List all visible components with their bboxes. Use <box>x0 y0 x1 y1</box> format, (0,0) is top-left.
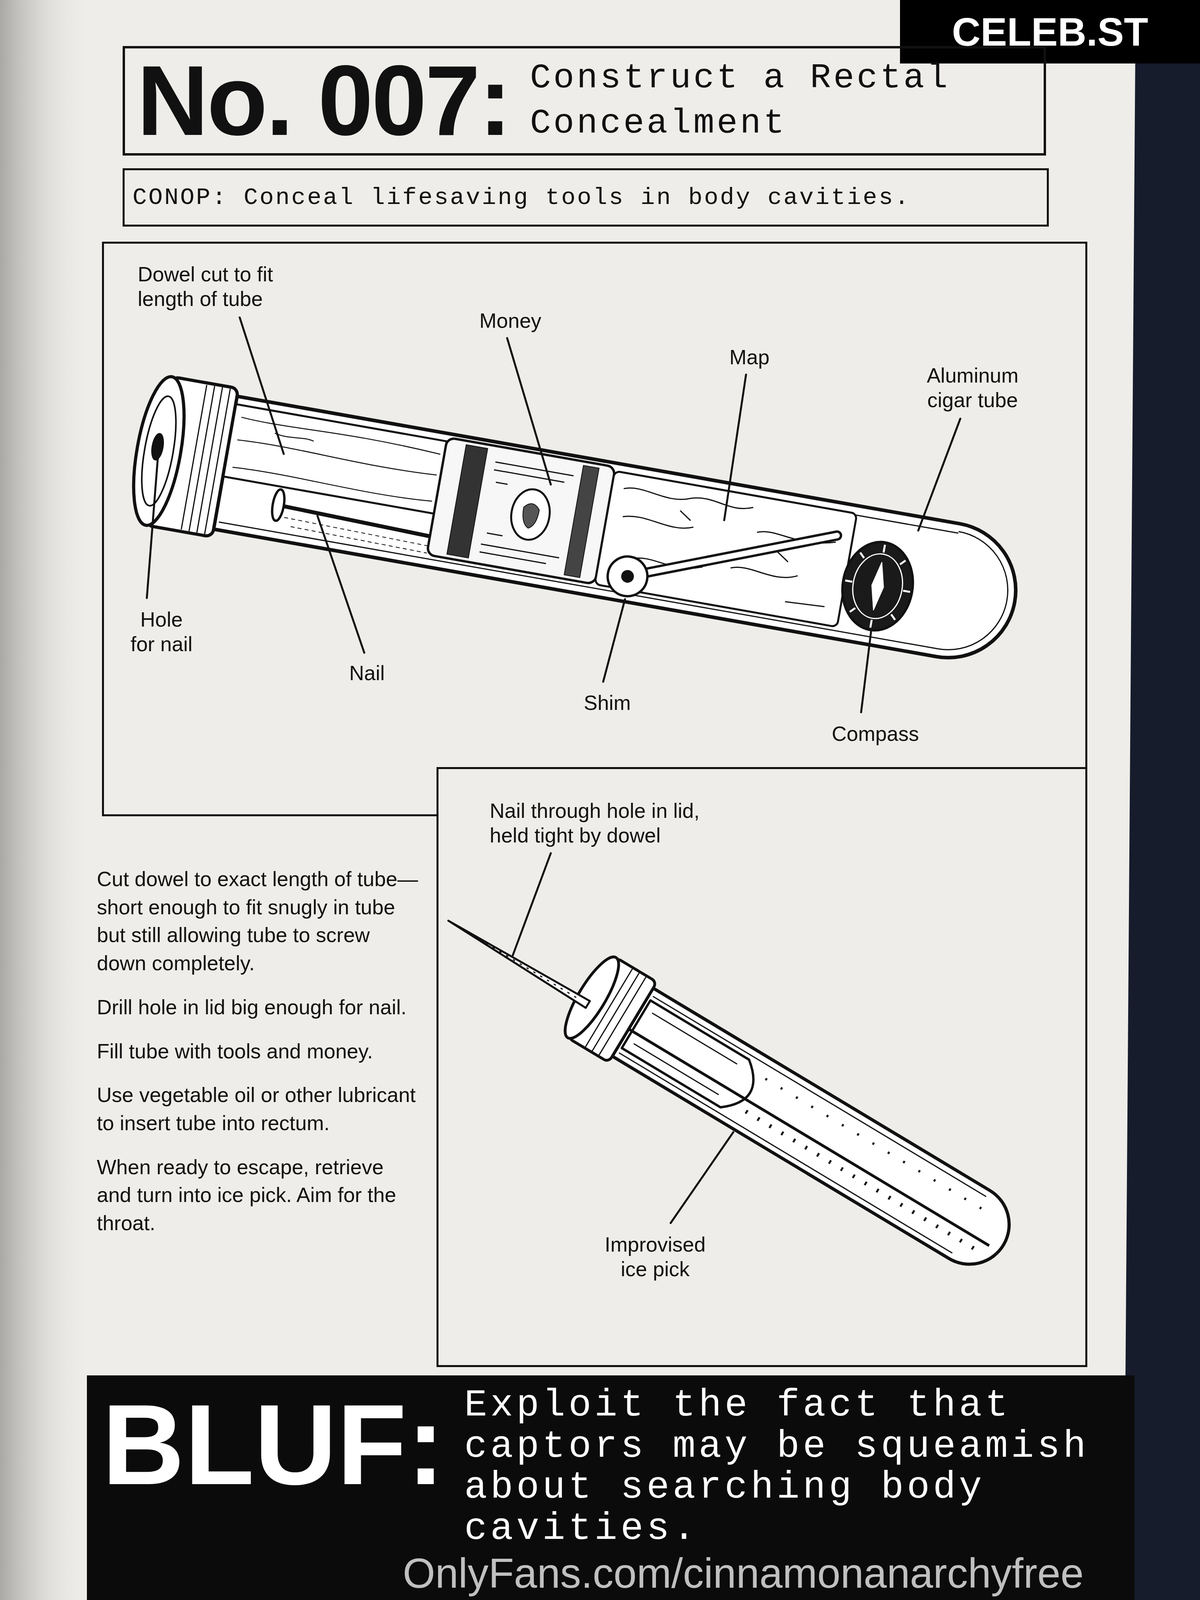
leader-lines <box>317 515 365 653</box>
shim <box>604 553 651 600</box>
part-label: Compass <box>831 721 920 747</box>
banknote-band <box>564 465 600 578</box>
part-label: Nail <box>349 660 385 686</box>
leader-lines <box>603 599 625 682</box>
banknote-portrait <box>507 486 554 543</box>
title-box: No. 007:Construct a Rectal Concealment <box>122 46 1047 156</box>
conop-text: CONOP: Conceal lifesaving tools in body … <box>132 183 911 212</box>
part-label: Shim <box>583 690 631 716</box>
shim <box>627 500 837 611</box>
part-label: Aluminum cigar tube <box>913 363 1033 413</box>
tube-cap <box>135 393 183 508</box>
shim <box>627 500 837 611</box>
bluf-heading: BLUF: <box>101 1387 445 1502</box>
part-label: Map <box>729 344 770 370</box>
page-gutter-shadow <box>0 0 92 1600</box>
leader-lines <box>507 338 551 485</box>
instruction-column: Cut dowel to exact length of tube—short … <box>96 865 423 1254</box>
frame-border <box>101 814 437 817</box>
leader-lines <box>861 631 872 713</box>
dowel <box>223 403 447 514</box>
banknote-band <box>446 444 488 558</box>
instruction-step: When ready to escape, retrieve and turn … <box>96 1153 423 1238</box>
watermark-text: CELEB.ST <box>951 11 1149 52</box>
shim <box>620 569 635 584</box>
banknote-lines <box>479 461 574 566</box>
illustration-frame: Dowel cut to fit length of tubeMoneyMapA… <box>101 241 1088 817</box>
tube-cap <box>556 950 628 1045</box>
leader-lines <box>724 374 747 521</box>
background-fabric <box>1123 0 1200 1600</box>
wood-grain <box>232 416 441 504</box>
tube-shading <box>745 1111 977 1251</box>
instruction-step: Drill hole in lid big enough for nail. <box>96 993 423 1022</box>
instruction-step: Fill tube with tools and money. <box>96 1037 423 1066</box>
leader-lines <box>670 1132 734 1224</box>
part-label: Hole for nail <box>126 607 197 657</box>
compass-needle <box>867 561 888 612</box>
tube-shading <box>765 1078 984 1210</box>
title-text: Construct a Rectal Concealment <box>530 55 979 147</box>
instruction-step: Cut dowel to exact length of tube—short … <box>96 865 423 978</box>
nail <box>628 1028 990 1246</box>
tube-cap <box>124 373 194 529</box>
leader-lines <box>918 418 961 531</box>
compass-ticks <box>838 538 918 634</box>
banknote-portrait <box>520 502 541 530</box>
watermark-badge: CELEB.ST <box>900 0 1200 64</box>
conop-box: CONOP: Conceal lifesaving tools in body … <box>122 168 1049 227</box>
title-number: No. 007: <box>136 51 511 151</box>
leader-lines <box>239 317 284 454</box>
nail-head <box>269 488 287 522</box>
compass <box>835 536 920 637</box>
ice-pick-assembly <box>428 873 1028 1286</box>
map-roll <box>594 471 858 627</box>
nail <box>465 930 581 1001</box>
part-label: Improvised ice pick <box>595 1232 715 1282</box>
part-label: Dowel cut to fit length of tube <box>137 261 313 312</box>
watermark-text: OnlyFans.com/cinnamonanarchyfree <box>402 1552 1084 1595</box>
leader-lines <box>512 853 551 956</box>
instruction-step: Use vegetable oil or other lubricant to … <box>96 1080 423 1137</box>
nail <box>446 917 591 1008</box>
compass <box>847 550 908 623</box>
ice-pick-assembly <box>619 1052 953 1254</box>
cap-ribs <box>181 384 231 535</box>
leader-lines <box>146 456 158 599</box>
dowel <box>633 1013 738 1095</box>
illustration-frame: Nail through hole in lid, held tight by … <box>436 767 1088 1368</box>
cigar-tube-cutaway <box>938 531 1018 660</box>
part-label: Nail through hole in lid, held tight by … <box>489 798 728 849</box>
part-label: Money <box>479 308 542 333</box>
bluf-text: Exploit the fact that captors may be squ… <box>464 1384 1108 1550</box>
money-roll <box>426 437 616 585</box>
cigar-tube-cutaway <box>213 396 1027 669</box>
cigar-tube-cutaway <box>124 373 1028 677</box>
